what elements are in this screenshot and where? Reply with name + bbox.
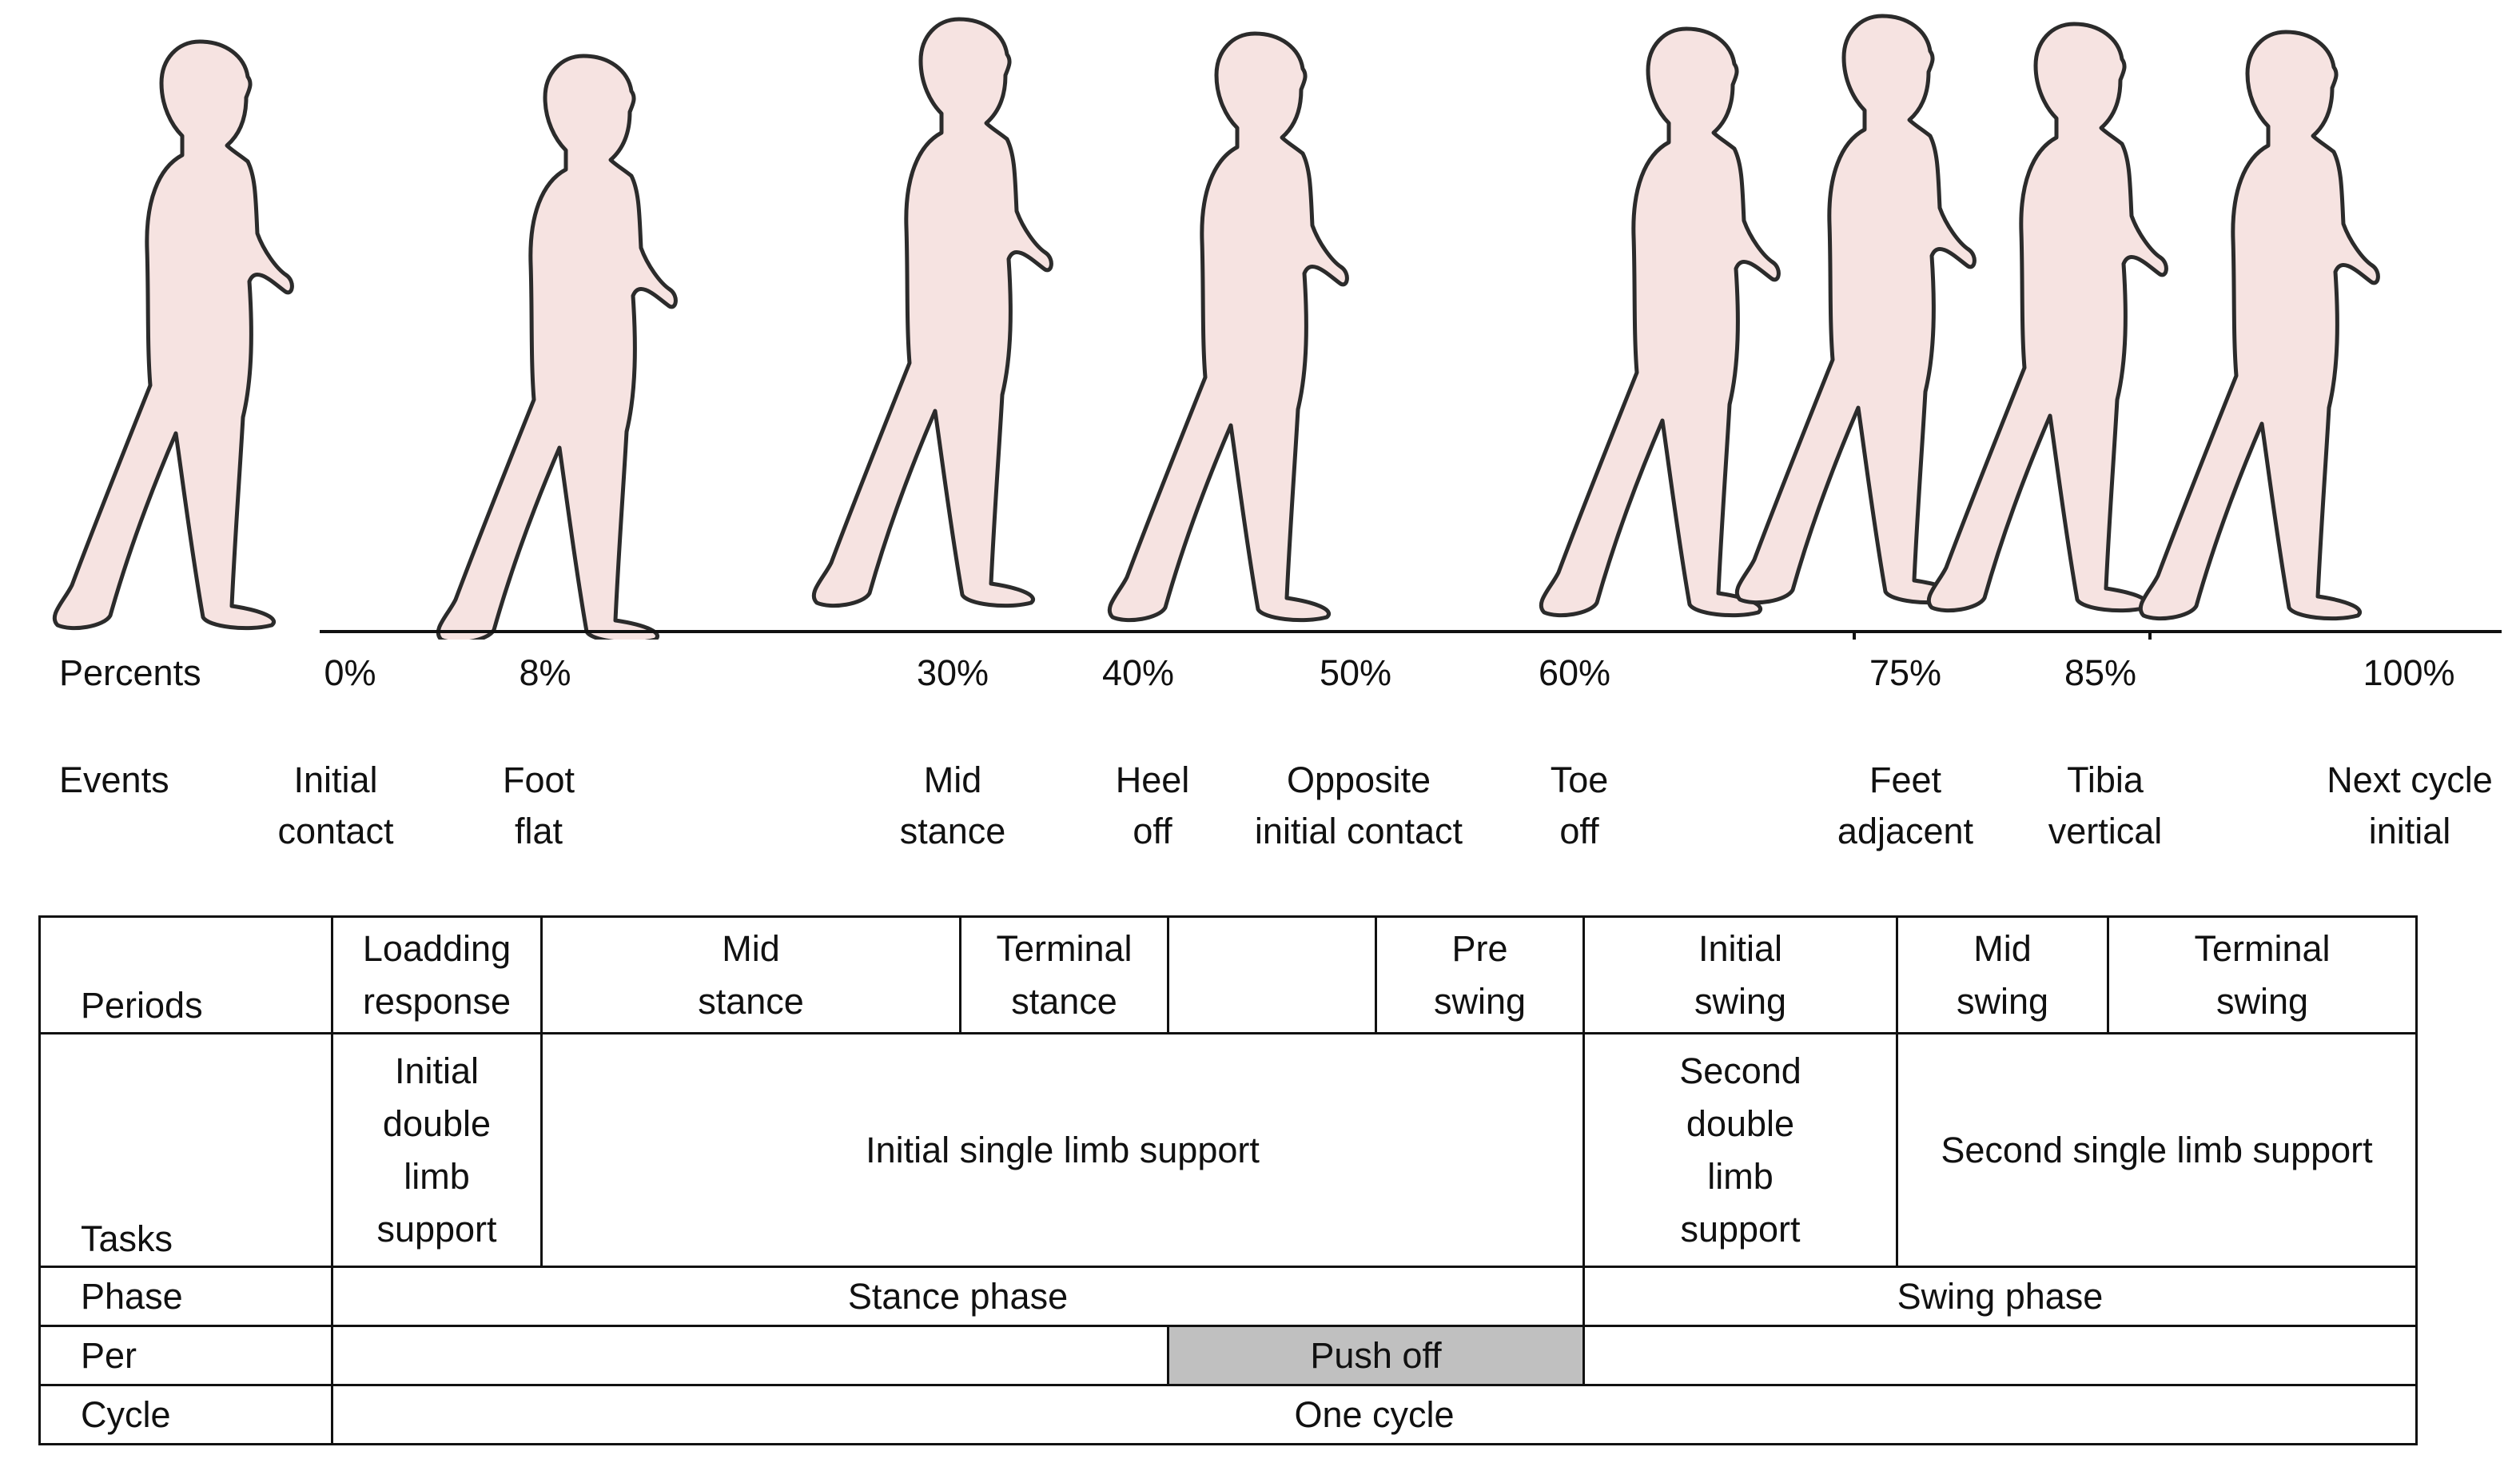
walker-figure xyxy=(438,56,675,640)
percents-row-header: Percents xyxy=(59,652,201,693)
initial-single-limb-support-cell: Initial single limb support xyxy=(540,1032,1585,1268)
walker-figure xyxy=(54,42,292,628)
percent-label: 0% xyxy=(324,652,376,693)
percent-label: 100% xyxy=(2363,652,2455,693)
one-cycle-cell: One cycle xyxy=(331,1384,2418,1445)
walker-figure xyxy=(1109,34,1347,620)
per-row: Per Push off xyxy=(38,1325,2418,1386)
second-single-limb-support-cell: Second single limb support xyxy=(1896,1032,2418,1268)
percent-label: 85% xyxy=(2064,652,2137,693)
walker-figure xyxy=(1929,24,2166,611)
phase-row: Phase Stance phase Swing phase xyxy=(38,1266,2418,1327)
push-off-cell: Push off xyxy=(1167,1325,1585,1386)
percent-label: 60% xyxy=(1538,652,1611,693)
walker-figure xyxy=(1541,29,1778,616)
phase-header: Phase xyxy=(38,1266,333,1327)
events-row-header: Events xyxy=(59,759,169,800)
walking-figures-illustration xyxy=(0,0,2502,640)
percent-label: 40% xyxy=(1101,652,1175,693)
walker-figure xyxy=(814,19,1051,606)
walker-figure xyxy=(1737,16,1974,603)
percent-label: 8% xyxy=(519,652,571,693)
swing-phase-cell: Swing phase xyxy=(1582,1266,2418,1327)
stance-phase-cell: Stance phase xyxy=(331,1266,1585,1327)
walker-figure xyxy=(2140,32,2378,619)
per-header: Per xyxy=(38,1325,333,1386)
percent-label: 50% xyxy=(1319,652,1392,693)
periods-header: Periods xyxy=(38,915,333,1034)
per-empty-cell xyxy=(331,1325,1169,1386)
cycle-row: Cycle One cycle xyxy=(38,1384,2418,1445)
percent-label: 30% xyxy=(916,652,989,693)
percent-label: 75% xyxy=(1869,652,1942,693)
tasks-header: Tasks xyxy=(38,1032,333,1268)
cycle-header: Cycle xyxy=(38,1384,333,1445)
event-ticks xyxy=(1853,632,2152,640)
per-empty-cell xyxy=(1582,1325,2418,1386)
empty-period-cell xyxy=(1167,915,1377,1034)
